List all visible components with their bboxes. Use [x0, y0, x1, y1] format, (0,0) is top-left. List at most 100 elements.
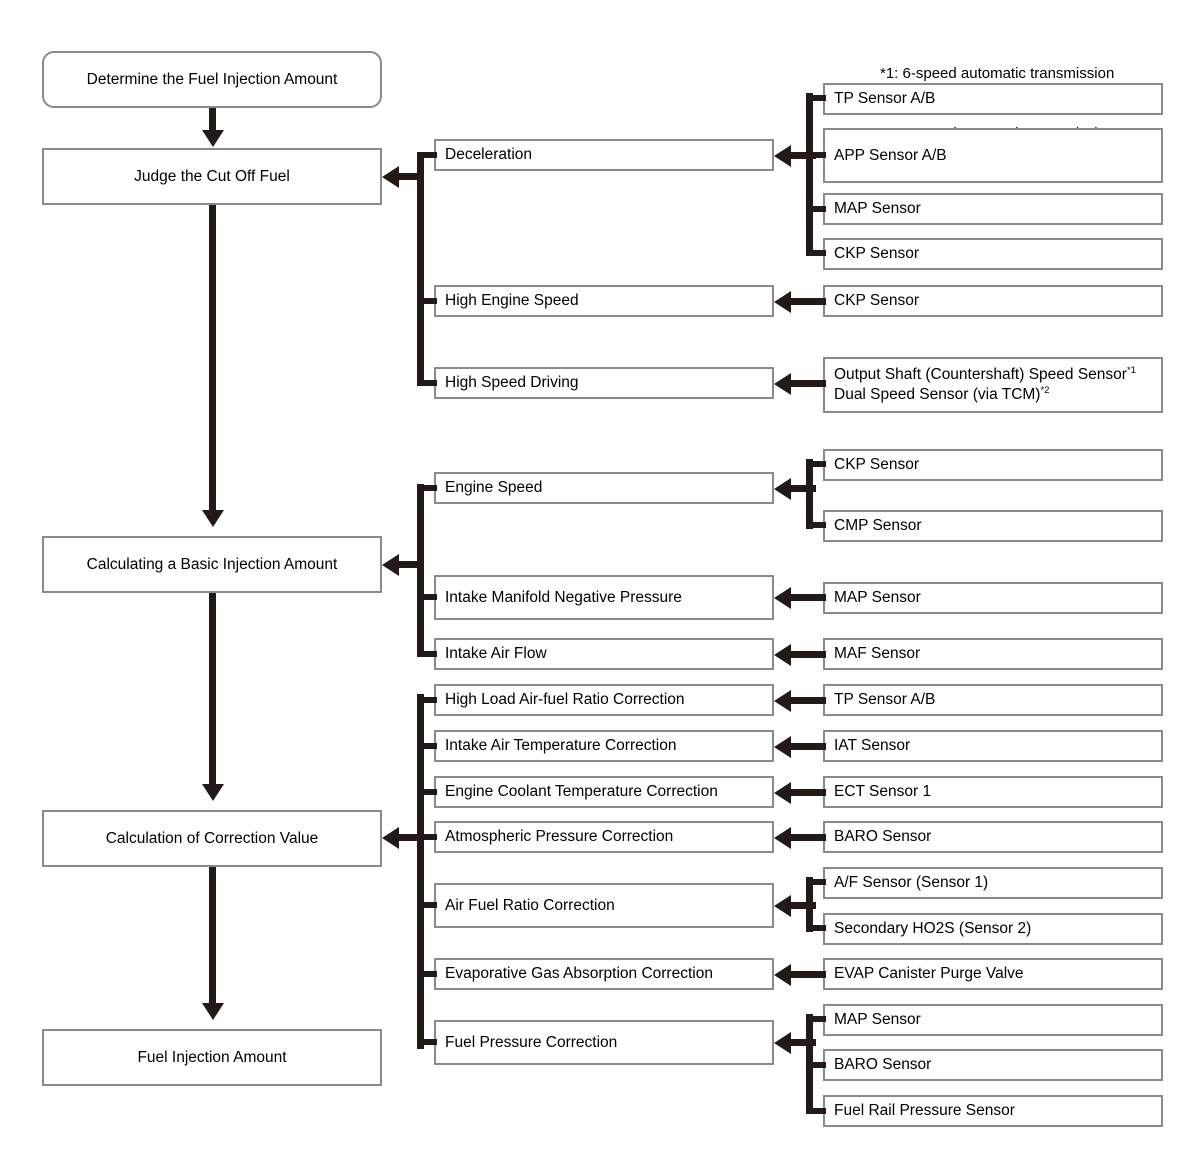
bracket-correction-stub-3	[417, 789, 437, 795]
arrowhead-evap	[774, 963, 791, 986]
sensor-label: MAP Sensor	[834, 1011, 921, 1029]
bracket-correction-stub-4	[417, 834, 437, 840]
sensor-map-sensor-intake-manifold[interactable]: MAP Sensor	[823, 582, 1163, 614]
connector-intake-air-flow	[790, 651, 826, 658]
condition-high-load-air-fuel-ratio-correction[interactable]: High Load Air-fuel Ratio Correction	[434, 684, 774, 716]
sensor-app-sensor-ab[interactable]: APP Sensor A/B	[823, 128, 1163, 183]
sensor-tp-sensor-ab-high-load[interactable]: TP Sensor A/B	[823, 684, 1163, 716]
sensor-label: BARO Sensor	[834, 1056, 932, 1074]
stage-fuel-injection-amount[interactable]: Fuel Injection Amount	[42, 1029, 382, 1086]
condition-label: Intake Manifold Negative Pressure	[445, 588, 682, 606]
stage-label: Calculating a Basic Injection Amount	[86, 555, 338, 573]
bracket-fuel-pressure-stub-1	[806, 1016, 826, 1022]
arrowhead-ect	[774, 781, 791, 804]
sensor-ckp-sensor-engine-speed[interactable]: CKP Sensor	[823, 449, 1163, 481]
condition-high-engine-speed[interactable]: High Engine Speed	[434, 285, 774, 317]
condition-air-fuel-ratio-correction[interactable]: Air Fuel Ratio Correction	[434, 883, 774, 928]
sensor-ckp-sensor-high-engine-speed[interactable]: CKP Sensor	[823, 285, 1163, 317]
sensor-baro-sensor-atmospheric[interactable]: BARO Sensor	[823, 821, 1163, 853]
bracket-engine-speed-to-condition	[790, 485, 816, 492]
connector-iat	[790, 743, 826, 750]
condition-label: High Load Air-fuel Ratio Correction	[445, 691, 685, 709]
stage-label: Fuel Injection Amount	[137, 1048, 287, 1066]
bracket-decel-stub-3	[806, 206, 826, 212]
condition-fuel-pressure-correction[interactable]: Fuel Pressure Correction	[434, 1020, 774, 1065]
flow-arrowhead-2	[201, 510, 224, 527]
sensor-secondary-ho2s-sensor-2[interactable]: Secondary HO2S (Sensor 2)	[823, 913, 1163, 945]
sensor-ckp-sensor[interactable]: CKP Sensor	[823, 238, 1163, 270]
bracket-engine-speed-stub-1	[806, 461, 826, 467]
bracket-correction-stub-7	[417, 1039, 437, 1045]
sensor-maf-sensor[interactable]: MAF Sensor	[823, 638, 1163, 670]
sensor-tp-sensor-ab[interactable]: TP Sensor A/B	[823, 83, 1163, 115]
condition-engine-coolant-temperature-correction[interactable]: Engine Coolant Temperature Correction	[434, 776, 774, 808]
sensor-label: MAP Sensor	[834, 200, 921, 218]
sensor-iat-sensor[interactable]: IAT Sensor	[823, 730, 1163, 762]
sensor-map-sensor[interactable]: MAP Sensor	[823, 193, 1163, 225]
flow-connector-1	[209, 108, 216, 131]
arrowhead-intake-manifold	[774, 586, 791, 609]
bracket-cutoff-to-stage	[398, 173, 424, 180]
flow-connector-2	[209, 205, 216, 511]
condition-deceleration[interactable]: Deceleration	[434, 139, 774, 171]
condition-intake-manifold-negative-pressure[interactable]: Intake Manifold Negative Pressure	[434, 575, 774, 620]
arrowhead-decel-to-condition	[774, 144, 791, 167]
condition-label: High Engine Speed	[445, 292, 579, 310]
sensor-ect-sensor-1[interactable]: ECT Sensor 1	[823, 776, 1163, 808]
condition-evaporative-gas-absorption-correction[interactable]: Evaporative Gas Absorption Correction	[434, 958, 774, 990]
bracket-afr-stub-2	[806, 925, 826, 931]
bracket-decel-spine	[806, 93, 813, 253]
condition-intake-air-temperature-correction[interactable]: Intake Air Temperature Correction	[434, 730, 774, 762]
condition-label: Deceleration	[445, 146, 533, 164]
footnote-ref-1: *1	[1126, 365, 1136, 377]
sensor-evap-canister-purge-valve[interactable]: EVAP Canister Purge Valve	[823, 958, 1163, 990]
arrowhead-baro-atmospheric	[774, 826, 791, 849]
condition-engine-speed[interactable]: Engine Speed	[434, 472, 774, 504]
sensor-speed-sensors[interactable]: Output Shaft (Countershaft) Speed Sensor…	[823, 357, 1163, 413]
sensor-map-sensor-fuel-pressure[interactable]: MAP Sensor	[823, 1004, 1163, 1036]
condition-label: Intake Air Temperature Correction	[445, 737, 677, 755]
bracket-correction-to-stage	[398, 834, 424, 841]
connector-intake-manifold	[790, 594, 826, 601]
sensor-cmp-sensor[interactable]: CMP Sensor	[823, 510, 1163, 542]
condition-intake-air-flow[interactable]: Intake Air Flow	[434, 638, 774, 670]
sensor-af-sensor-1[interactable]: A/F Sensor (Sensor 1)	[823, 867, 1163, 899]
stage-determine-fuel-injection-amount[interactable]: Determine the Fuel Injection Amount	[42, 51, 382, 108]
bracket-basic-to-stage	[398, 561, 424, 568]
bracket-correction-stub-5	[417, 902, 437, 908]
connector-baro-atmospheric	[790, 834, 826, 841]
stage-label: Judge the Cut Off Fuel	[134, 167, 290, 185]
stage-calculation-of-correction-value[interactable]: Calculation of Correction Value	[42, 810, 382, 867]
arrowhead-high-engine-speed	[774, 290, 791, 313]
flow-arrowhead-3	[201, 784, 224, 801]
connector-evap	[790, 971, 826, 978]
condition-label: Fuel Pressure Correction	[445, 1033, 618, 1051]
sensor-label-line1: Output Shaft (Countershaft) Speed Sensor…	[834, 365, 1136, 384]
stage-calculating-a-basic-injection-amount[interactable]: Calculating a Basic Injection Amount	[42, 536, 382, 593]
sensor-label: MAP Sensor	[834, 589, 921, 607]
bracket-decel-stub-1	[806, 95, 826, 101]
sensor-label: TP Sensor A/B	[834, 90, 936, 108]
stage-judge-the-cut-off-fuel[interactable]: Judge the Cut Off Fuel	[42, 148, 382, 205]
footnote-1: *1: 6-speed automatic transmission	[880, 64, 1115, 82]
bracket-correction-stub-2	[417, 743, 437, 749]
sensor-label: CKP Sensor	[834, 456, 920, 474]
sensor-label: Fuel Rail Pressure Sensor	[834, 1102, 1015, 1120]
condition-high-speed-driving[interactable]: High Speed Driving	[434, 367, 774, 399]
sensor-baro-sensor-fuel-pressure[interactable]: BARO Sensor	[823, 1049, 1163, 1081]
bracket-fuel-pressure-stub-3	[806, 1108, 826, 1114]
sensor-fuel-rail-pressure-sensor[interactable]: Fuel Rail Pressure Sensor	[823, 1095, 1163, 1127]
arrowhead-high-speed-driving	[774, 372, 791, 395]
bracket-afr-stub-1	[806, 879, 826, 885]
arrowhead-high-load	[774, 689, 791, 712]
arrowhead-fuel-pressure-to-condition	[774, 1031, 791, 1054]
condition-atmospheric-pressure-correction[interactable]: Atmospheric Pressure Correction	[434, 821, 774, 853]
arrowhead-basic-to-stage	[382, 553, 399, 576]
stage-label: Determine the Fuel Injection Amount	[86, 70, 338, 88]
bracket-basic-stub-1	[417, 485, 437, 491]
bracket-cutoff-stub-1	[417, 152, 437, 158]
condition-label: High Speed Driving	[445, 374, 579, 392]
arrowhead-intake-air-flow	[774, 643, 791, 666]
flow-arrowhead-1	[201, 130, 224, 147]
